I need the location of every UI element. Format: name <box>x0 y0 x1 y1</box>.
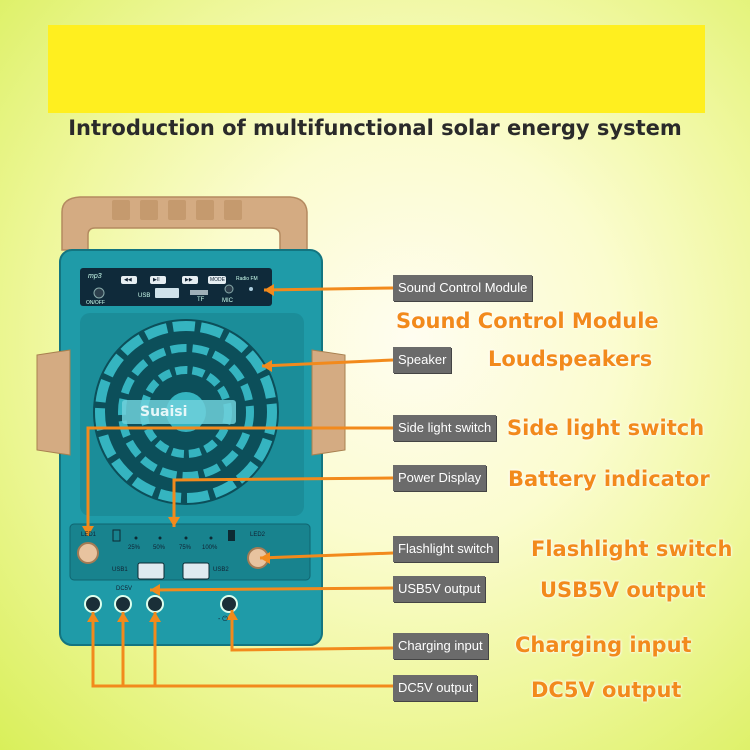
arrowhead-flashlight <box>260 552 270 564</box>
arrowhead-speaker <box>262 360 272 372</box>
callout-lines <box>86 286 394 688</box>
brand-plate <box>122 400 236 424</box>
side-grip-left <box>36 349 71 456</box>
on-off-label: ON/OFF <box>86 300 105 306</box>
radio-label: Radio FM <box>236 276 258 282</box>
battery-dot-1 <box>134 536 138 540</box>
dc5v-label: DC5V <box>116 586 133 592</box>
battery-icon-full <box>228 530 235 541</box>
mode-button-1 <box>121 276 137 284</box>
callout-box-side-light: Side light switch <box>393 415 497 441</box>
usb-port-top <box>155 288 179 298</box>
usb2-label: USB2 <box>213 567 229 573</box>
mode-button-2 <box>150 276 166 284</box>
line-sound-control <box>263 286 394 292</box>
label-battery-indicator: Battery indicator <box>508 467 710 491</box>
label-loudspeakers: Loudspeakers <box>488 347 653 371</box>
label-dc5v: DC5V output <box>531 678 682 702</box>
bottom-panel <box>69 523 311 581</box>
arrowhead-side-light <box>82 526 94 536</box>
mode-button-4-label: MODE <box>210 277 225 283</box>
dc5v-jack-2 <box>114 595 132 613</box>
usb1-port <box>137 562 165 580</box>
tf-slot <box>190 290 208 295</box>
usb-top-label: USB <box>138 293 151 299</box>
charging-jack <box>220 595 238 613</box>
side-grip-right <box>311 349 346 456</box>
battery-dot-4 <box>209 536 213 540</box>
mode-button-2-label: ▶II <box>153 277 160 283</box>
label-side-light: Side light switch <box>507 416 705 440</box>
label-flashlight: Flashlight switch <box>531 537 733 561</box>
tf-label: TF <box>197 297 205 303</box>
line-flashlight <box>259 551 394 560</box>
arrowhead-dc5v-2 <box>117 612 129 622</box>
line-speaker <box>261 358 394 368</box>
label-sound-control: Sound Control Module <box>396 309 659 333</box>
mode-button-1-label: ◀◀ <box>124 277 132 283</box>
battery-icon-empty <box>112 529 121 542</box>
indicator-led <box>249 287 253 291</box>
mode-button-4 <box>208 276 226 284</box>
handle-grip-4 <box>196 200 214 220</box>
usb2-port <box>182 562 210 580</box>
mp3-label: mp3 <box>88 273 102 280</box>
mic-jack <box>224 284 234 294</box>
callout-box-dc5v: DC5V output <box>393 675 478 701</box>
callout-box-speaker: Speaker <box>393 347 452 373</box>
arrowhead-charging <box>226 610 238 620</box>
mode-button-3 <box>182 276 198 284</box>
label-charging: Charging input <box>515 633 692 657</box>
battery-75: 75% <box>179 545 192 551</box>
line-charging <box>230 610 394 652</box>
arrowhead-usb5v <box>150 584 160 596</box>
callout-arrowheads <box>82 284 274 622</box>
battery-25: 25% <box>128 545 141 551</box>
callout-box-charging: Charging input <box>393 633 488 659</box>
callout-box-flashlight: Flashlight switch <box>393 536 499 562</box>
speaker-grille <box>95 321 277 503</box>
page-title: Introduction of multifunctional solar en… <box>68 116 682 140</box>
top-control-panel <box>80 268 272 306</box>
line-dc5v <box>91 612 393 688</box>
mic-label: MIC <box>222 298 233 304</box>
battery-dot-2 <box>158 536 162 540</box>
usb1-label: USB1 <box>112 567 128 573</box>
mode-button-3-label: ▶▶ <box>185 277 193 283</box>
line-power-display <box>172 476 394 527</box>
callout-box-usb5v: USB5V output <box>393 576 486 602</box>
dc5v-jack-1 <box>84 595 102 613</box>
handle-grip-2 <box>140 200 158 220</box>
charge-mark: - ⏻ <box>218 616 228 623</box>
arrowhead-dc5v-1 <box>87 612 99 622</box>
line-side-light <box>86 426 393 536</box>
brand-name: Suaisi <box>140 404 188 420</box>
arrowhead-power-display <box>168 517 180 527</box>
power-knob <box>93 287 105 299</box>
arrowhead-sound-control <box>264 284 274 296</box>
callout-box-sound-control: Sound Control Module <box>393 275 533 301</box>
handle-grip-3 <box>168 200 186 220</box>
battery-dot-3 <box>184 536 188 540</box>
led1-label: LED1 <box>81 532 97 538</box>
yellow-banner <box>48 25 705 113</box>
arrowhead-dc5v-3 <box>149 612 161 622</box>
handle-grip-5 <box>224 200 242 220</box>
led1-switch <box>77 542 99 564</box>
callout-box-power-display: Power Display <box>393 465 487 491</box>
handle-grip-1 <box>112 200 130 220</box>
line-usb5v <box>149 586 394 592</box>
dc5v-jack-3 <box>146 595 164 613</box>
battery-50: 50% <box>153 545 166 551</box>
led2-label: LED2 <box>250 532 266 538</box>
battery-100: 100% <box>202 545 218 551</box>
label-usb5v: USB5V output <box>540 578 706 602</box>
